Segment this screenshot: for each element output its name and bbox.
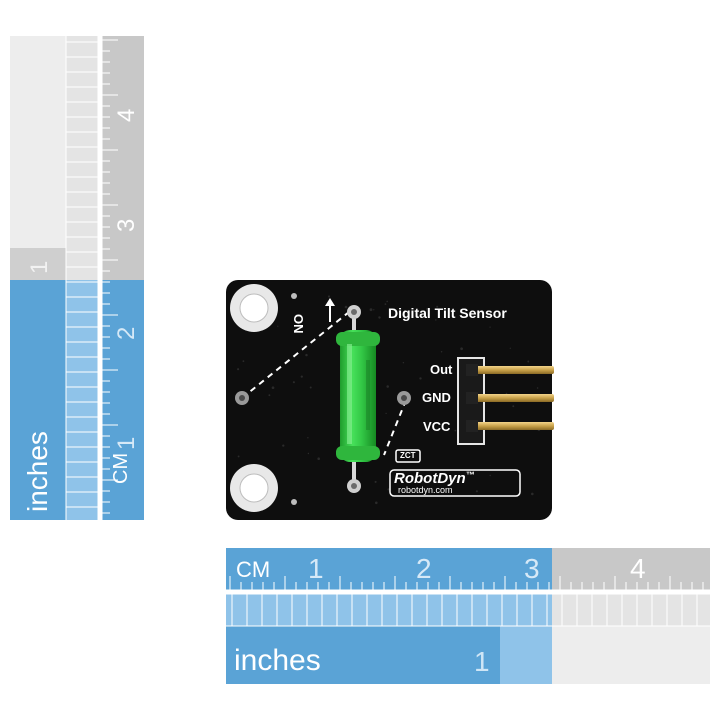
vertical-cm-number-2: 2	[113, 326, 140, 340]
brand-box	[389, 469, 521, 497]
mounting-hole-top	[230, 284, 278, 332]
vertical-cm-number-4: 4	[113, 108, 140, 122]
vertical-ruler: CM 1 2 3 4 inches 1	[10, 36, 144, 520]
pin-label-out: Out	[430, 362, 453, 377]
tilt-switch-component	[336, 330, 380, 462]
horizontal-cm-number-4: 4	[630, 553, 646, 584]
brand-website: robotdyn.com	[398, 485, 453, 495]
solder-pad-center	[397, 391, 411, 405]
tilt-sensor-board: Digital Tilt Sensor ON Out GND VCC ZCT R…	[226, 280, 556, 520]
horizontal-inch-unit: inches	[234, 644, 321, 677]
horizontal-cm-unit: CM	[236, 557, 271, 582]
pcb-body	[226, 280, 552, 520]
vertical-ruler-graphic	[10, 36, 144, 520]
header-pins	[466, 364, 554, 432]
vertical-inch-unit: inches	[22, 431, 53, 512]
brand-logo: RobotDyn™	[394, 470, 475, 487]
board-title: Digital Tilt Sensor	[388, 305, 507, 321]
solder-pad-left	[235, 391, 249, 405]
mounting-hole-bottom	[230, 464, 278, 512]
on-label: ON	[291, 314, 306, 334]
horizontal-ruler: CM 1 2 3 4 inches 1	[226, 548, 710, 684]
horizontal-inch-number-1: 1	[474, 646, 490, 677]
vertical-cm-unit: CM	[110, 452, 132, 484]
board-graphic	[226, 280, 554, 520]
vertical-cm-number-3: 3	[113, 218, 140, 232]
chip-marking: ZCT	[400, 451, 416, 460]
vertical-inch-number-1: 1	[26, 260, 53, 274]
pin-label-gnd: GND	[422, 390, 451, 405]
horizontal-cm-number-1: 1	[308, 553, 324, 584]
horizontal-cm-number-2: 2	[416, 553, 432, 584]
brand-trademark: ™	[465, 470, 475, 480]
horizontal-ruler-graphic	[226, 548, 710, 684]
vertical-cm-number-1: 1	[113, 436, 140, 450]
horizontal-cm-number-3: 3	[524, 553, 540, 584]
brand-name: RobotDyn	[394, 470, 466, 487]
pin-label-vcc: VCC	[423, 419, 451, 434]
